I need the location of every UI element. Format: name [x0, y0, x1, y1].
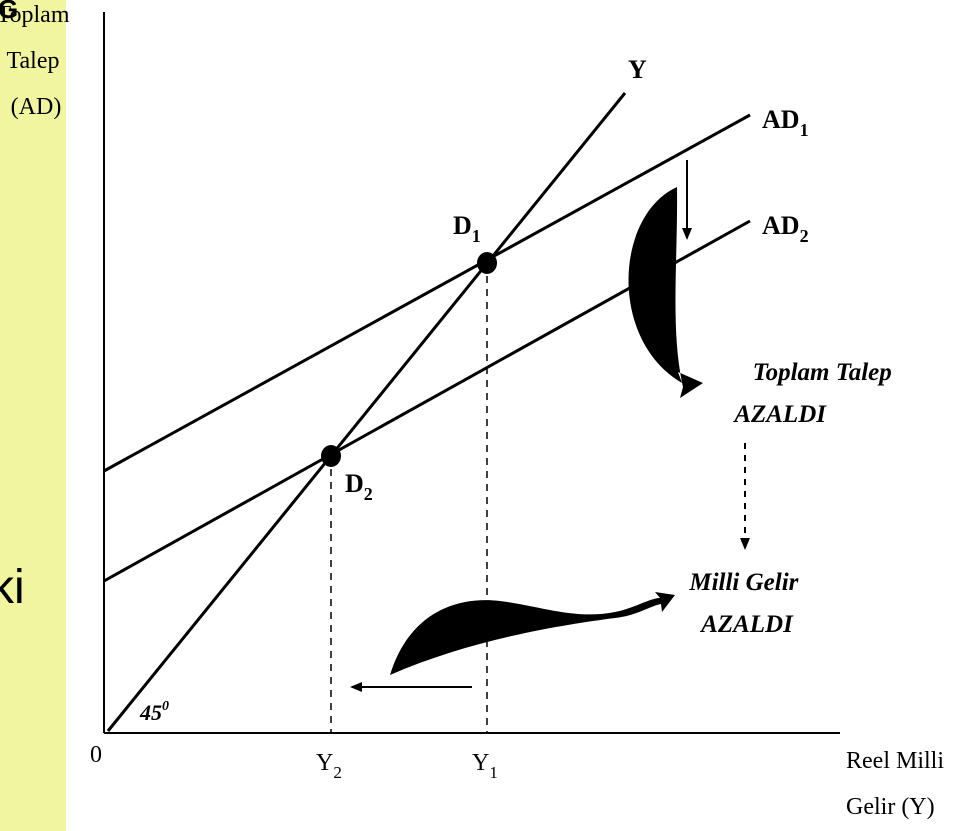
income-decrease-text: Milli Gelir AZALDI: [688, 569, 804, 638]
y1-tick-label: Y1: [472, 750, 498, 782]
demand-decrease-text: Toplam Talep AZALDI: [732, 359, 898, 428]
y-45-degree-line: [106, 92, 627, 732]
origin-label: 0: [90, 742, 102, 768]
y2-tick-label: Y2: [316, 750, 342, 782]
equilibrium-point-d1: [477, 252, 497, 274]
angle-45-label: 450: [139, 699, 169, 725]
income-decrease-curved-arrow: [390, 592, 675, 675]
x-axis-label: Reel Milli Gelir (Y): [846, 748, 950, 820]
y-line-label: Y: [628, 55, 647, 84]
y-axis-label: Toplam Talep (AD): [0, 2, 75, 120]
ad1-line: [103, 113, 751, 473]
slide-side-strip: [0, 0, 66, 831]
ad1-label: AD1: [762, 105, 809, 140]
slide-fragment-top: G: [0, 0, 19, 24]
equilibrium-point-d2: [321, 445, 341, 467]
ad2-label: AD2: [762, 211, 809, 246]
point-d1-label: D1: [453, 211, 481, 246]
demand-decrease-curved-arrow: [628, 187, 703, 398]
slide-fragment-side: ki: [0, 561, 25, 614]
point-d2-label: D2: [345, 469, 373, 504]
